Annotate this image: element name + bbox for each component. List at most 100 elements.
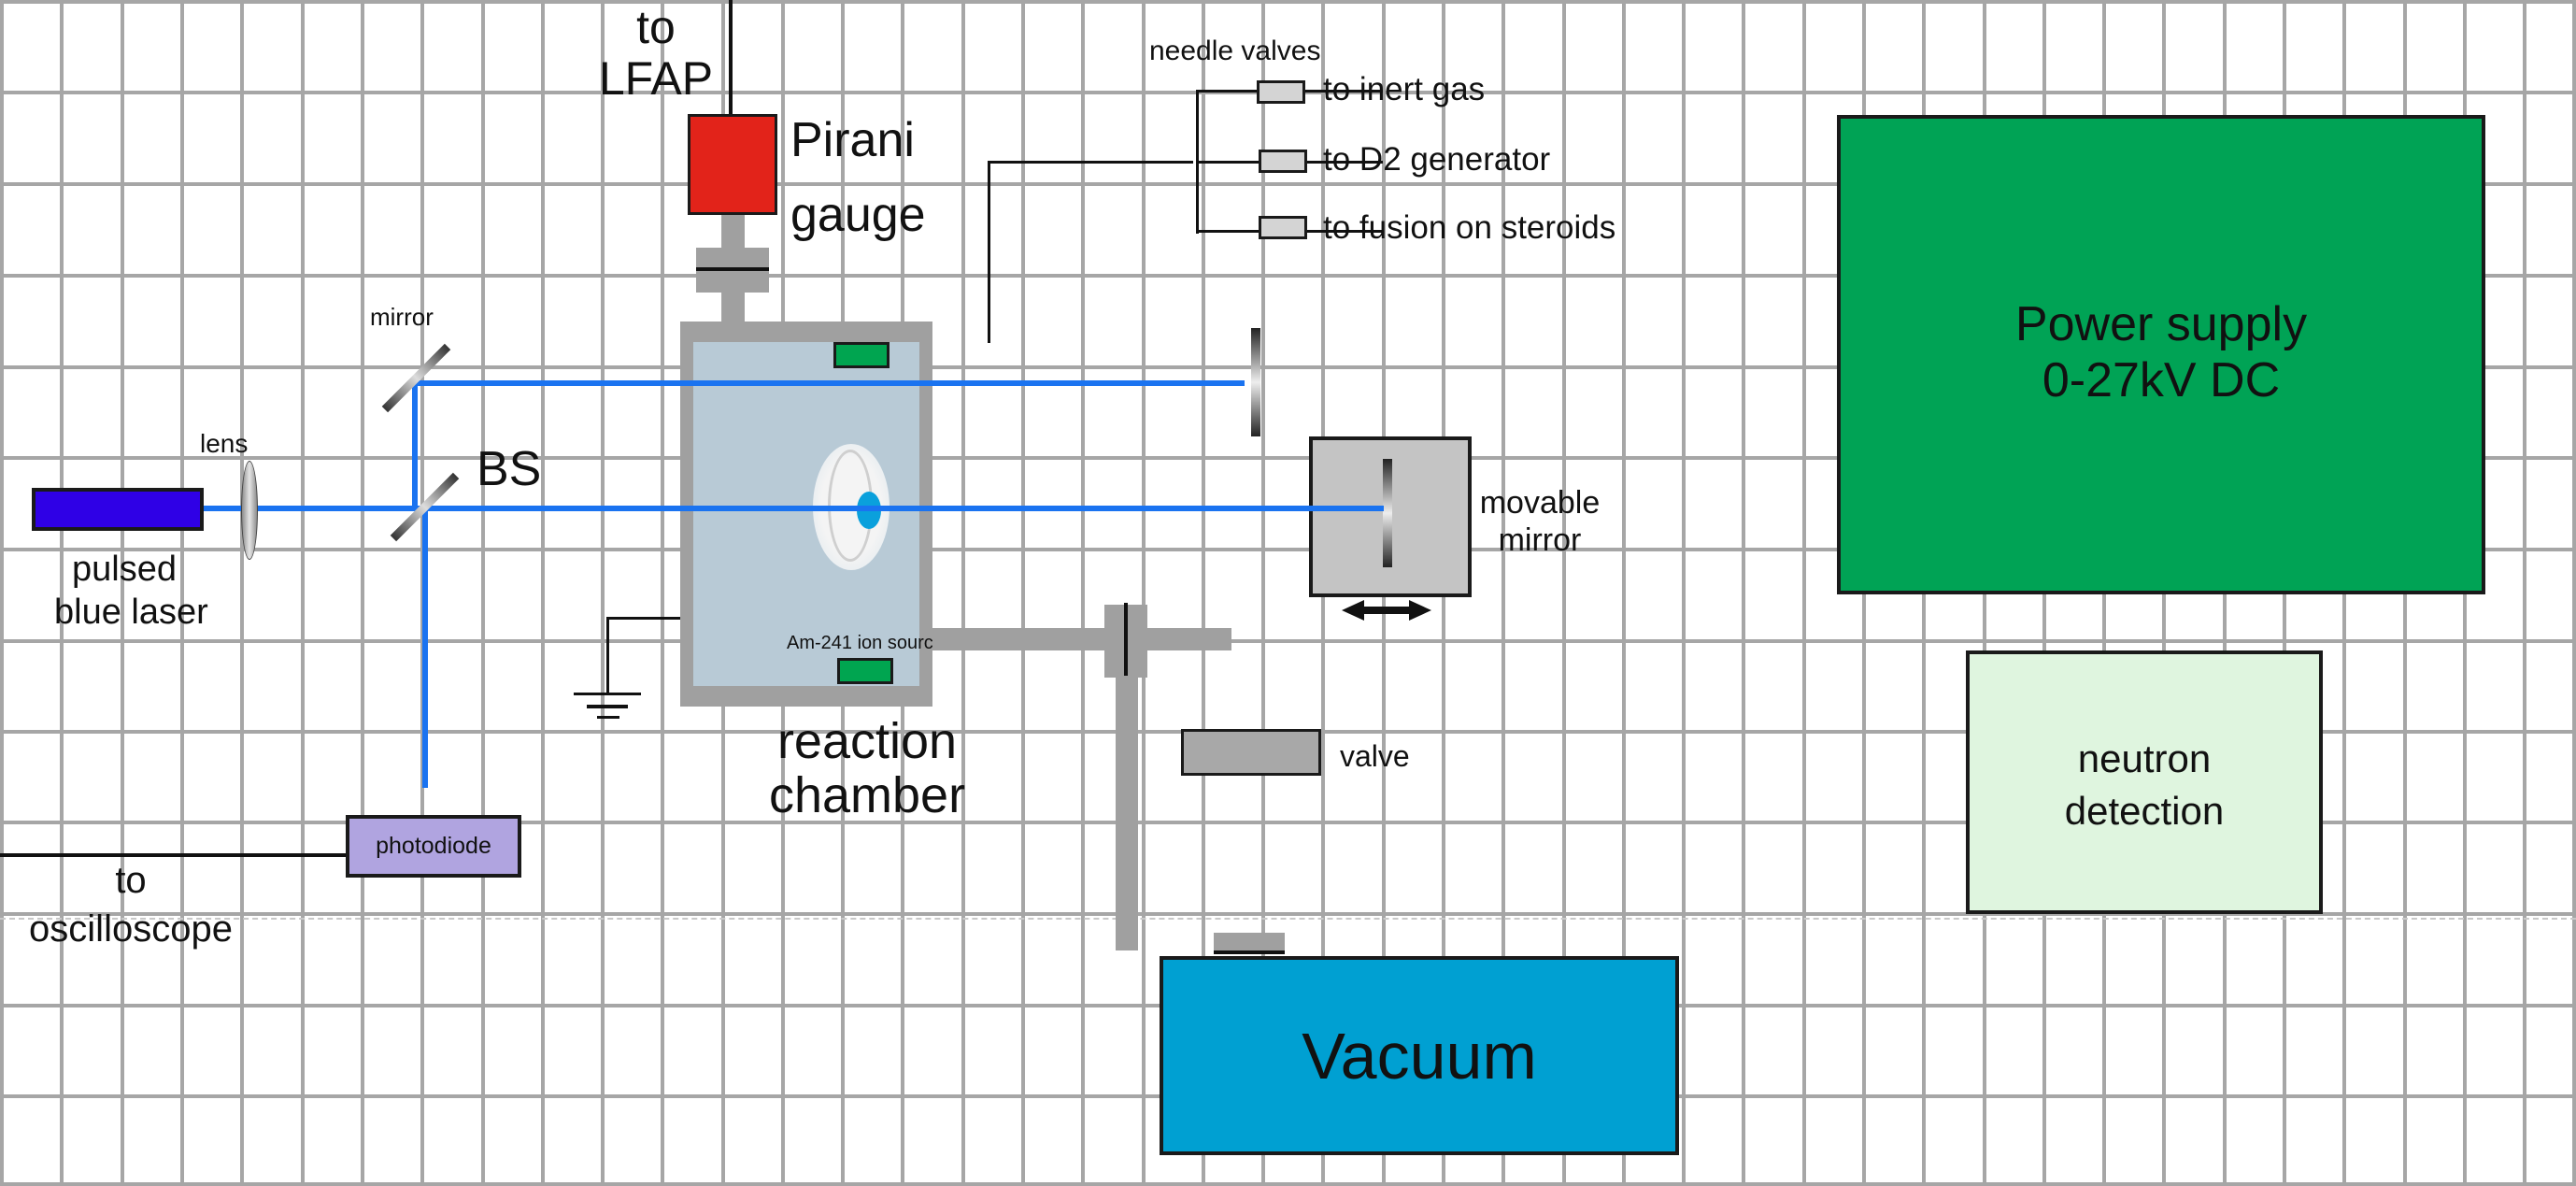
grid-line-vertical [1562, 0, 1566, 1186]
vacuum-pipe-horizontal [932, 628, 1231, 650]
grid-line-vertical [361, 0, 364, 1186]
laser-label: pulsed blue laser [54, 548, 208, 634]
photodiode-label: photodiode [376, 833, 491, 859]
gas-line-horizontal [988, 161, 1193, 164]
vacuum-coupling-seal [1214, 950, 1285, 954]
reaction-label-line2: chamber [768, 767, 966, 823]
needle-valve-2[interactable] [1259, 150, 1307, 173]
grid-line-vertical [180, 0, 184, 1186]
lens-label: lens [200, 429, 249, 458]
laser-beam-inside-stage [1309, 506, 1384, 511]
ground-wire-v [606, 617, 609, 693]
reaction-label-line1: reaction [776, 713, 958, 769]
vacuum-label: Vacuum [1302, 1020, 1537, 1093]
mirror-label: mirror [370, 303, 434, 331]
movable-mirror-label: movable mirror [1474, 484, 1605, 559]
needle-valve-3[interactable] [1259, 216, 1307, 239]
pirani-label-line1: Pirani [790, 113, 915, 167]
laser-beam-up [412, 380, 418, 509]
vacuum-coupling [1214, 933, 1285, 953]
grid-line-vertical [1501, 0, 1505, 1186]
power-supply-label: Power supply 0-27kV DC [1841, 296, 2482, 408]
grid-line-vertical [541, 0, 545, 1186]
laser-label-line1: pulsed [72, 550, 177, 589]
needle-line-label-2: to D2 generator [1323, 141, 1551, 178]
grid-line-vertical [1742, 0, 1745, 1186]
grid-line-vertical [1202, 0, 1205, 1186]
pulsed-blue-laser[interactable] [32, 488, 204, 531]
grid-line-vertical [1682, 0, 1686, 1186]
grid-line-horizontal [0, 639, 2576, 643]
neutron-detection[interactable]: neutron detection [1966, 650, 2323, 914]
grid-line-vertical [60, 0, 64, 1186]
valve-label: valve [1340, 739, 1410, 773]
fixed-mirror [1251, 328, 1260, 436]
power-supply-label-line1: Power supply [2014, 297, 2308, 351]
reaction-chamber-label: reaction chamber [727, 714, 1007, 822]
lfap-label: to LFAP [591, 2, 721, 105]
neutron-detection-label: neutron detection [1970, 733, 2319, 837]
neutron-label-line2: detection [2064, 789, 2225, 833]
lfap-wire [729, 0, 733, 114]
vacuum-pump[interactable]: Vacuum [1160, 956, 1679, 1155]
needle-valves-label: needle valves [1149, 36, 1321, 66]
oscilloscope-label-line2: oscilloscope [29, 908, 233, 950]
neutron-label-line1: neutron [2077, 736, 2212, 780]
grid-line-vertical [2572, 0, 2576, 1186]
laser-beam-reference [413, 380, 1245, 386]
grid-line-horizontal [0, 365, 2576, 369]
needle-valve-1[interactable] [1257, 80, 1305, 104]
laser-label-line2: blue laser [54, 593, 208, 632]
grid-line-horizontal [0, 182, 2576, 186]
vacuum-pipe-vertical [1116, 628, 1138, 950]
movable-mirror[interactable] [1383, 459, 1392, 567]
grid-line-vertical [121, 0, 124, 1186]
valve[interactable] [1181, 729, 1321, 776]
grid-line-horizontal [0, 0, 2576, 4]
movable-mirror-label-line1: movable [1479, 485, 1601, 521]
grid-line-vertical [0, 0, 4, 1186]
grid-line-horizontal [0, 912, 2576, 916]
grid-line-horizontal [0, 821, 2576, 824]
grid-line-vertical [1081, 0, 1085, 1186]
lfap-label-line2: LFAP [598, 52, 714, 105]
oscilloscope-label-line1: to [115, 860, 147, 901]
top-electrode [833, 342, 890, 368]
grid-line-horizontal [0, 1182, 2576, 1186]
gas-line-vertical [988, 161, 990, 343]
grid-line-vertical [1021, 0, 1025, 1186]
laser-beam-to-photodiode [422, 509, 428, 788]
pirani-label-line2: gauge [790, 188, 926, 242]
grid-line-vertical [961, 0, 965, 1186]
page-break-line [0, 918, 2576, 920]
ground-wire-h [607, 617, 682, 620]
ion-source-label: Am-241 ion source [787, 633, 944, 653]
grid-line-vertical [1261, 0, 1265, 1186]
beam-splitter-label: BS [477, 442, 542, 496]
grid-line-vertical [301, 0, 305, 1186]
oscilloscope-wire [0, 853, 346, 857]
power-supply[interactable]: Power supply 0-27kV DC [1837, 115, 2485, 594]
lens[interactable] [241, 461, 258, 560]
grid-line-vertical [240, 0, 244, 1186]
movable-mirror-label-line2: mirror [1498, 522, 1582, 558]
needle-line-label-1: to inert gas [1323, 71, 1486, 107]
am-241-ion-source[interactable] [837, 658, 893, 684]
laser-beam-main [204, 506, 1374, 511]
grid-line-vertical [2523, 0, 2526, 1186]
grid-line-vertical [1622, 0, 1626, 1186]
oscilloscope-label: to oscilloscope [0, 856, 262, 953]
grid-line-horizontal [0, 274, 2576, 278]
pirani-gauge-label: Pirani gauge [790, 103, 926, 252]
grid-line-vertical [601, 0, 605, 1186]
photodiode[interactable]: photodiode [346, 815, 521, 878]
lfap-label-line1: to [636, 1, 676, 53]
grid-line-vertical [481, 0, 485, 1186]
needle-line-label-3: to fusion on steroids [1323, 209, 1616, 246]
grid-line-vertical [661, 0, 664, 1186]
power-supply-label-line2: 0-27kV DC [2042, 353, 2281, 407]
pirani-gauge[interactable] [688, 114, 777, 215]
vacuum-flange-seal [1124, 603, 1128, 676]
grid-line-horizontal [0, 548, 2576, 551]
grid-line-vertical [1142, 0, 1146, 1186]
